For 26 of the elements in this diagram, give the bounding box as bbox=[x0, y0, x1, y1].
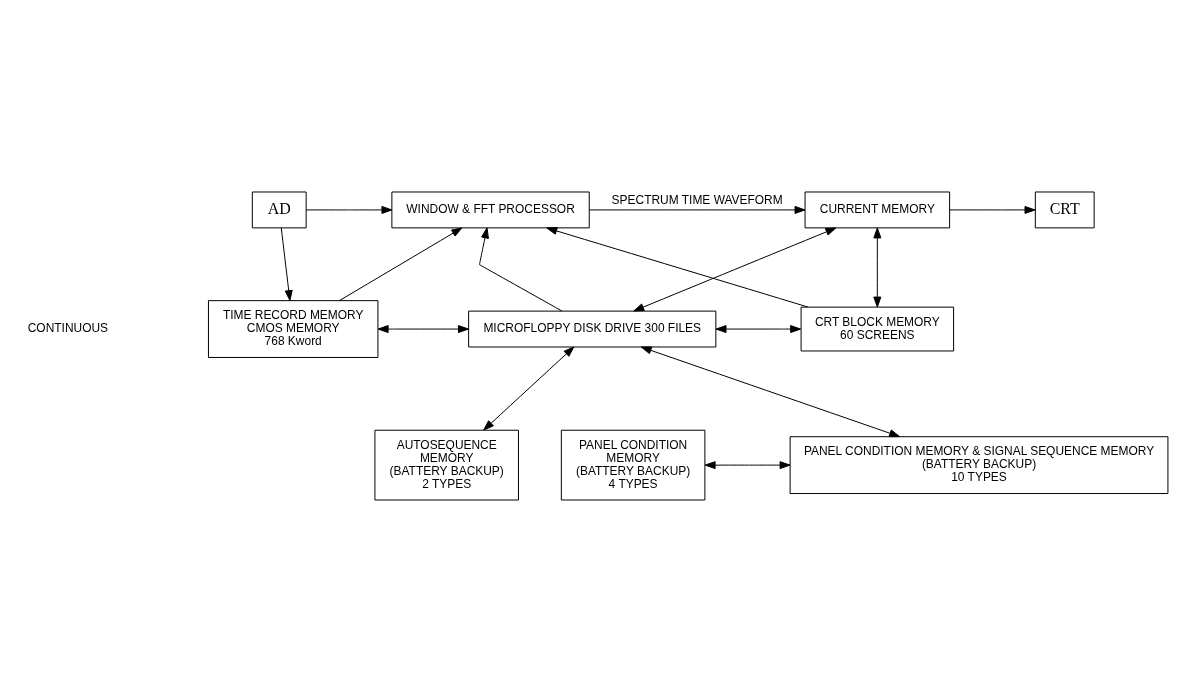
arrow bbox=[479, 227, 563, 312]
arrow bbox=[633, 227, 837, 312]
arrow bbox=[546, 227, 809, 308]
node-box: PANEL CONDITION MEMORY (BATTERY BACKUP) 4 TYPES bbox=[560, 429, 706, 501]
arrow bbox=[280, 227, 293, 302]
arrow bbox=[949, 205, 1036, 214]
node-box: WINDOW & FFT PROCESSOR bbox=[391, 191, 590, 229]
arrow bbox=[704, 461, 791, 470]
node-box: TIME RECORD MEMORY CMOS MEMORY 768 Kword bbox=[207, 300, 379, 358]
arrow bbox=[588, 205, 806, 214]
arrow bbox=[640, 346, 901, 438]
arrow bbox=[305, 205, 393, 214]
node-box: MICROFLOPPY DISK DRIVE 300 FILES bbox=[468, 310, 717, 348]
node-box: CRT bbox=[1034, 191, 1095, 229]
arrow bbox=[873, 227, 882, 308]
node-box: AUTOSEQUENCE MEMORY (BATTERY BACKUP) 2 TYPES bbox=[374, 429, 519, 501]
node-box: CRT BLOCK MEMORY 60 SCREENS bbox=[800, 306, 955, 352]
node-box: PANEL CONDITION MEMORY & SIGNAL SEQUENCE MEMORY (BATTERY BACKUP) 10 TYPES bbox=[789, 436, 1169, 495]
arrow bbox=[339, 227, 463, 302]
edge-label: SPECTRUM TIME WAVEFORM bbox=[611, 192, 783, 207]
node-box: AD bbox=[251, 191, 307, 229]
arrow bbox=[377, 325, 469, 334]
arrow bbox=[715, 325, 802, 334]
node-box: CURRENT MEMORY bbox=[804, 191, 951, 229]
arrow bbox=[483, 346, 575, 431]
label: CONTINUOUS bbox=[27, 321, 109, 336]
